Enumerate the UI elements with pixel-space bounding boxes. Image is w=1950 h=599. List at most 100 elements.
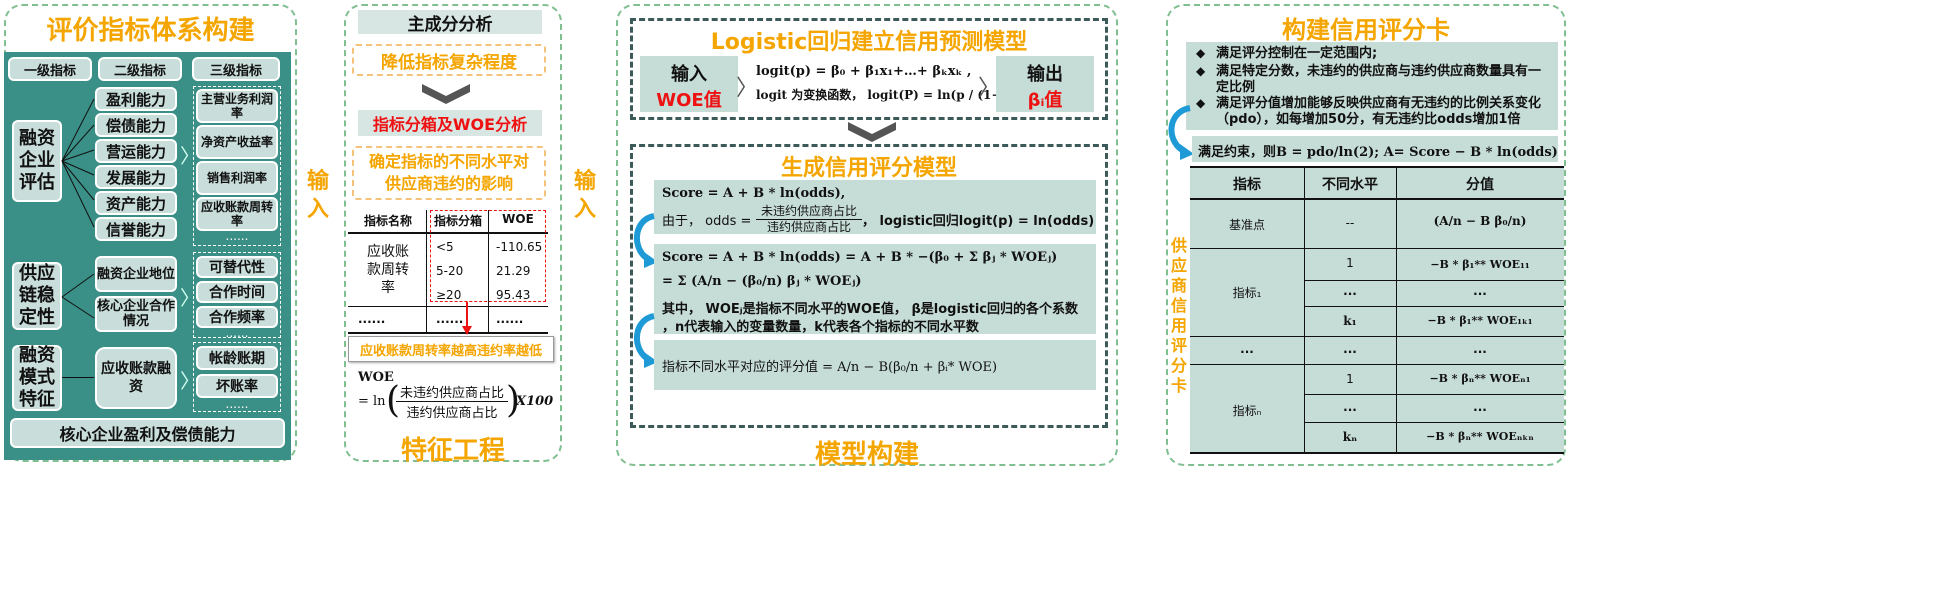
chevron-right-icon: 〉 (736, 76, 759, 101)
level3-group2-frame (193, 252, 281, 338)
curved-arrow-icon (634, 213, 658, 268)
level3-receivable-turnover: 应收账款周转率 (196, 197, 278, 231)
input-woe-value: WOE值 (656, 90, 722, 111)
scorecard-cell-r4c1: ... (1343, 342, 1357, 356)
scoring-title: 生成信用评分模型 (780, 156, 957, 181)
scorecard-cell-indicatorn: 指标ₙ (1232, 404, 1262, 418)
woe-table-col-rule-2 (488, 210, 489, 332)
level2-enterprise-position: 融资企业地位 (95, 256, 177, 292)
woe-formula-denominator: 违约供应商占比 (406, 406, 498, 421)
level2-core-cooperation: 核心企业合作情况 (95, 296, 177, 332)
level3-group3-frame (193, 342, 281, 412)
reduce-complexity-box: 降低指标复杂程度 (352, 44, 546, 76)
header-level2: 二级指标 (98, 57, 182, 81)
score-step2-line1: Score = A + B * ln(odds) = A + B * −(β₀ … (662, 250, 1058, 265)
chevron-down-icon (422, 84, 470, 104)
curved-arrow-icon (634, 313, 658, 368)
output-beta-label: 输出 (1027, 64, 1063, 85)
scorecard-cell-r3c1: k₁ (1343, 314, 1357, 328)
panel3-footer-title: 模型构建 (814, 440, 919, 470)
level3-cooperation-frequency: 合作频率 (196, 306, 278, 328)
woe-formula-numerator: 未违约供应商占比 (396, 382, 508, 402)
woe-formula-label: WOE (358, 370, 394, 385)
condition-2: 满足特定分数，未违约的供应商与违约供应商数量具有一定比例 (1216, 64, 1542, 95)
woe-formula-paren-right: ) (506, 380, 521, 421)
woe-bin-2: 5-20 (436, 264, 464, 278)
scorecard-table (1190, 166, 1564, 454)
level3-group1-dots: ...... (225, 229, 249, 243)
scorecard-rule-h9 (1190, 452, 1564, 454)
woe-dots-2: ...... (436, 312, 464, 326)
constraint-text: 满足约束，则B = pdo/ln(2); A= Score − B * ln(o… (1198, 145, 1558, 160)
tree-connector-group3 (62, 377, 94, 378)
chevron-down-icon (848, 122, 896, 142)
pca-box: 主成分分析 (356, 8, 544, 36)
woe-binning-box: 指标分箱及WOE分析 (356, 108, 544, 138)
score-step3-box (654, 340, 1096, 390)
woe-val-1: -110.65 (496, 240, 543, 254)
woe-table-col-rule-1 (426, 210, 427, 332)
woe-table-header-name: 指标名称 (363, 214, 412, 228)
output-beta-box (996, 56, 1094, 112)
score-step2-line2: = Σ (A/n − (β₀/n) βⱼ * WOEⱼ) (662, 274, 862, 289)
core-enterprise-footer: 核心企业盈利及偿债能力 (10, 418, 285, 448)
scorecard-cell-r4c2: ... (1473, 342, 1487, 356)
level3-main-profit: 主营业务利润率 (196, 89, 278, 123)
level2-profitability: 盈利能力 (95, 87, 177, 111)
level3-group3-dots: ...... (225, 397, 249, 411)
score-step1-line2a: 由于， odds = (662, 214, 752, 229)
scorecard-rule-h8 (1304, 422, 1564, 423)
chevron-right-icon: 〉 (180, 286, 200, 310)
constraint-box (1192, 136, 1558, 162)
condition-3: 满足评分值增加能够反映供应商有无违约的比例关系变化（pdo），如每增加50分，有… (1216, 96, 1542, 127)
scoring-section-frame (630, 144, 1108, 428)
score-step1-line1: Score = A + B * ln(odds), (662, 186, 846, 201)
panel2-footer-title: 特征工程 (400, 436, 505, 466)
score-step2-box (654, 244, 1096, 334)
curved-arrow-icon (1168, 105, 1194, 160)
diamond-bullet-icon: ◆ (1196, 96, 1206, 110)
score-step2-line4: ，n代表输入的变量数量，k代表各个指标的不同水平数 (662, 320, 979, 335)
level2-assets: 资产能力 (95, 191, 177, 215)
scorecard-rule-h5 (1190, 336, 1564, 337)
woe-val-3: 95.43 (496, 288, 531, 302)
diamond-bullet-icon: ◆ (1196, 46, 1206, 60)
output-beta-value: βᵢ值 (1027, 90, 1063, 111)
woe-table-rule-bottom (348, 332, 548, 334)
scorecard-side-label: 供应商信用评分卡 (1170, 236, 1187, 395)
conditions-box (1186, 42, 1558, 130)
panel-feature-engineering (344, 4, 562, 462)
logit-formula-1: logit(p) = β₀ + β₁x₁+…+ βₖxₖ , (756, 64, 972, 79)
chevron-right-icon: 〉 (978, 76, 1001, 101)
woe-bin-1: <5 (436, 240, 454, 254)
woe-table-highlight (430, 210, 546, 302)
woe-table-rule-top (348, 232, 548, 234)
scorecard-header-score: 分值 (1466, 177, 1494, 193)
score-step1-numerator: 未违约供应商占比 (756, 202, 862, 220)
scorecard-cell-r2c2: ... (1473, 284, 1487, 298)
level2-credibility: 信誉能力 (95, 217, 177, 241)
level2-receivable-financing: 应收账款融资 (95, 347, 177, 409)
score-step1-line2b: ， logistic回归logit(p) = ln(odds) (862, 214, 1095, 229)
header-level3: 三级指标 (192, 57, 280, 81)
scorecard-header-indicator: 指标 (1233, 177, 1261, 193)
diamond-bullet-icon: ◆ (1196, 64, 1206, 78)
scorecard-rule-h2 (1190, 248, 1564, 249)
scorecard-rule-h4 (1304, 306, 1564, 307)
scorecard-cell-r2c1: ... (1343, 284, 1357, 298)
tree-connector-group1 (61, 98, 95, 228)
score-step2-line3: 其中， WOEⱼ是指标不同水平的WOE值， β是logistic回归的各个系数 (662, 302, 1079, 317)
woe-formula-eq: = ln (358, 394, 386, 409)
woe-formula-multiplier: X100 (516, 394, 554, 409)
scorecard-cell-indicator1: 指标₁ (1232, 286, 1262, 300)
level3-substitutability: 可替代性 (196, 256, 278, 278)
level2-operation: 营运能力 (95, 139, 177, 163)
level2-development: 发展能力 (95, 165, 177, 189)
level1-financing-enterprise: 融资企业评估 (12, 120, 62, 202)
scorecard-cell-r4c0: ... (1240, 342, 1254, 356)
scorecard-cell-r5c2: −B * βₙ** WOEₙ₁ (1429, 372, 1531, 385)
woe-table-header-woe: WOE (502, 212, 534, 226)
woe-dots-1: ...... (358, 312, 386, 326)
panel1-title: 评价指标体系构建 (46, 16, 255, 46)
chevron-right-icon: 〉 (180, 144, 200, 168)
